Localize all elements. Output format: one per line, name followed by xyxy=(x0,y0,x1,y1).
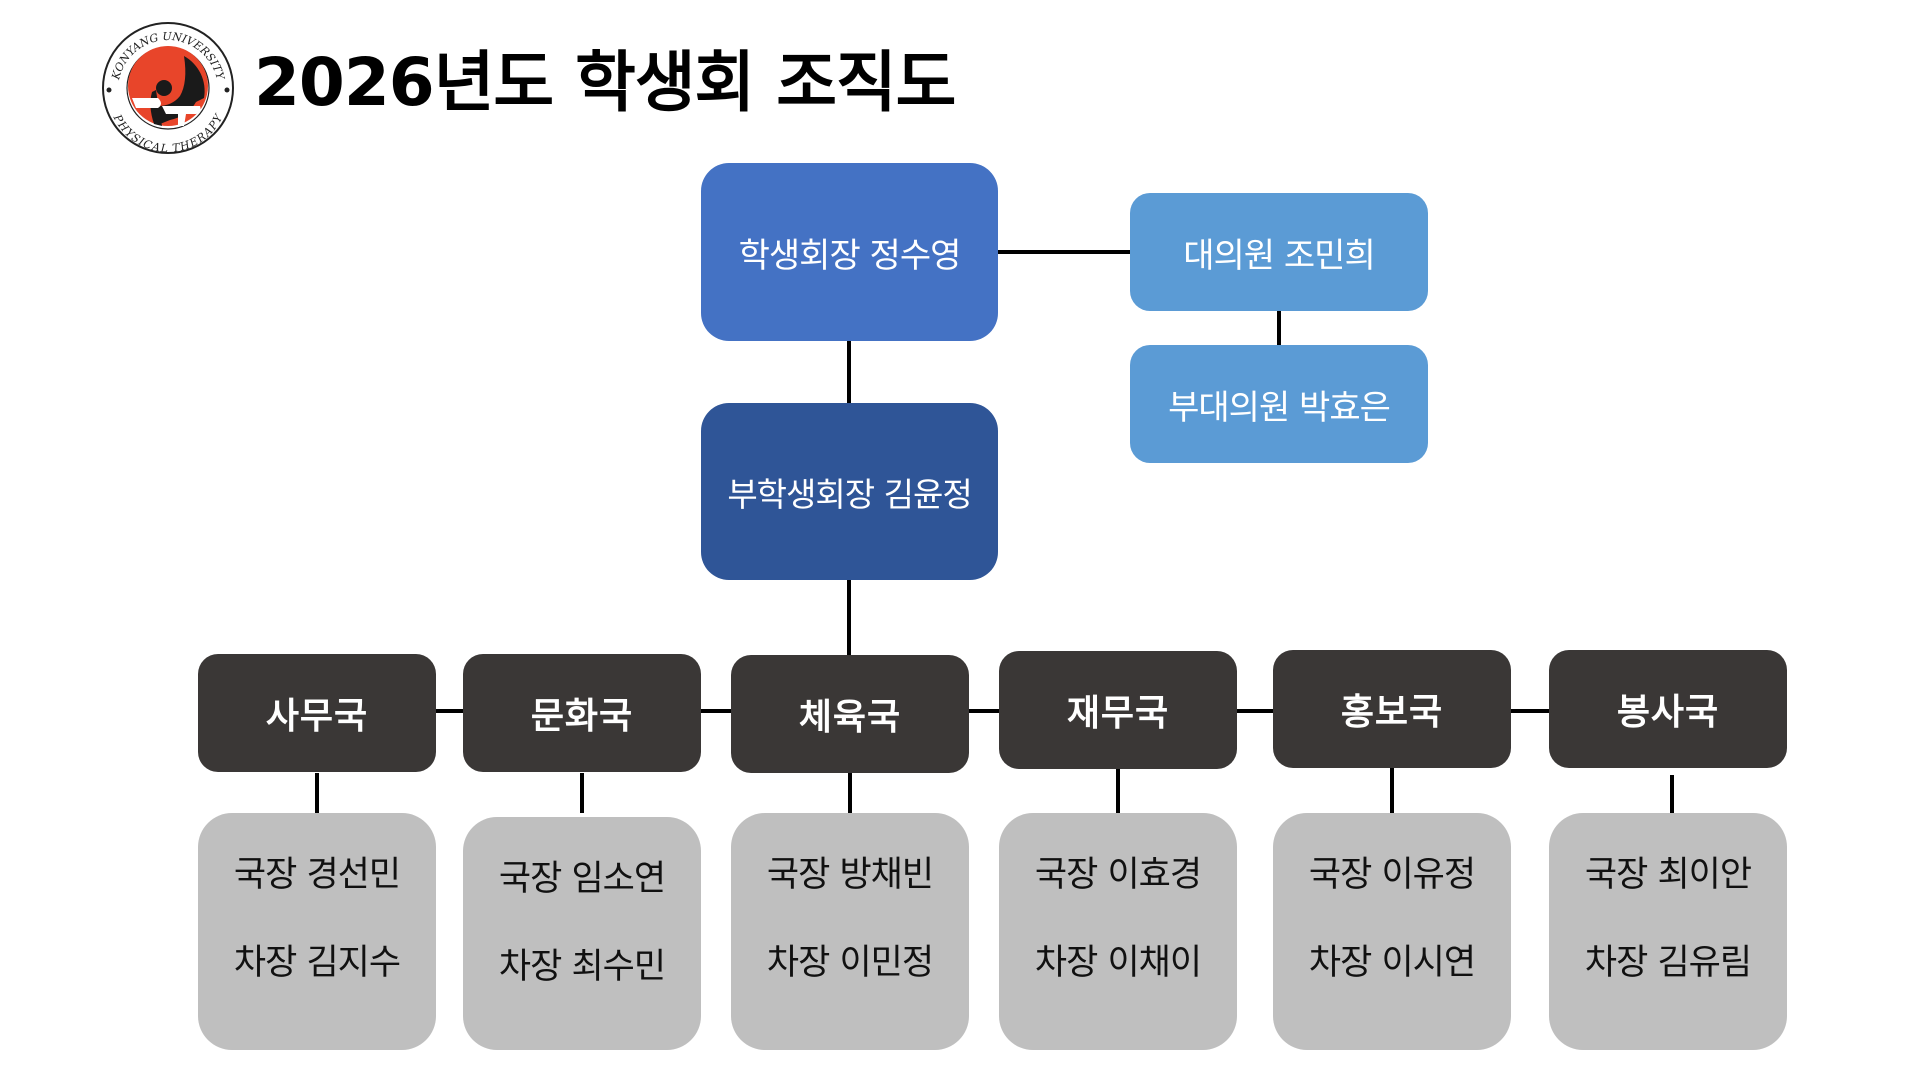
president-label: 학생회장 정수영 xyxy=(738,235,962,276)
department-name: 사무국 xyxy=(265,696,369,737)
deputy-name: 차장 이민정 xyxy=(766,943,934,983)
department-name: 체육국 xyxy=(798,697,902,738)
department-box: 재무국 xyxy=(999,651,1237,769)
director-name: 국장 방채빈 xyxy=(766,855,934,895)
department-members-box: 국장 이유정 차장 이시연 xyxy=(1273,813,1511,1050)
director-name: 국장 이유정 xyxy=(1308,855,1476,895)
department-members-box: 국장 이효경 차장 이채이 xyxy=(999,813,1237,1050)
vice-president-label: 부학생회장 김윤정 xyxy=(727,474,972,514)
page-title: 2026년도 학생회 조직도 xyxy=(254,44,956,121)
department-members-box: 국장 최이안 차장 김유림 xyxy=(1549,813,1787,1050)
department-name: 홍보국 xyxy=(1340,692,1444,733)
department-members-box: 국장 방채빈 차장 이민정 xyxy=(731,813,969,1050)
department-box: 체육국 xyxy=(731,655,969,773)
council-vice-chair-box: 부대의원 박효은 xyxy=(1130,345,1428,463)
council-chair-label: 대의원 조민희 xyxy=(1183,235,1375,276)
president-box: 학생회장 정수영 xyxy=(701,163,998,341)
deputy-name: 차장 김지수 xyxy=(233,943,401,983)
university-logo: KONYANG UNIVERSITY PHYSICAL THERAPY xyxy=(100,20,236,156)
deputy-name: 차장 김유림 xyxy=(1584,943,1752,983)
deputy-name: 차장 최수민 xyxy=(498,947,666,987)
director-name: 국장 최이안 xyxy=(1584,855,1752,895)
department-box: 봉사국 xyxy=(1549,650,1787,768)
council-chair-box: 대의원 조민희 xyxy=(1130,193,1428,311)
department-name: 문화국 xyxy=(530,696,634,737)
director-name: 국장 이효경 xyxy=(1034,855,1202,895)
department-box: 홍보국 xyxy=(1273,650,1511,768)
director-name: 국장 경선민 xyxy=(233,855,401,895)
deputy-name: 차장 이시연 xyxy=(1308,943,1476,983)
department-name: 봉사국 xyxy=(1616,692,1720,733)
vice-president-box: 부학생회장 김윤정 xyxy=(701,403,998,580)
director-name: 국장 임소연 xyxy=(498,859,666,899)
department-members-box: 국장 경선민 차장 김지수 xyxy=(198,813,436,1050)
department-box: 사무국 xyxy=(198,654,436,772)
department-name: 재무국 xyxy=(1066,693,1170,734)
department-members-box: 국장 임소연 차장 최수민 xyxy=(463,817,701,1050)
department-box: 문화국 xyxy=(463,654,701,772)
council-vice-chair-label: 부대의원 박효은 xyxy=(1168,387,1391,428)
deputy-name: 차장 이채이 xyxy=(1034,943,1202,983)
konyang-pt-seal-icon: KONYANG UNIVERSITY PHYSICAL THERAPY xyxy=(102,22,234,155)
